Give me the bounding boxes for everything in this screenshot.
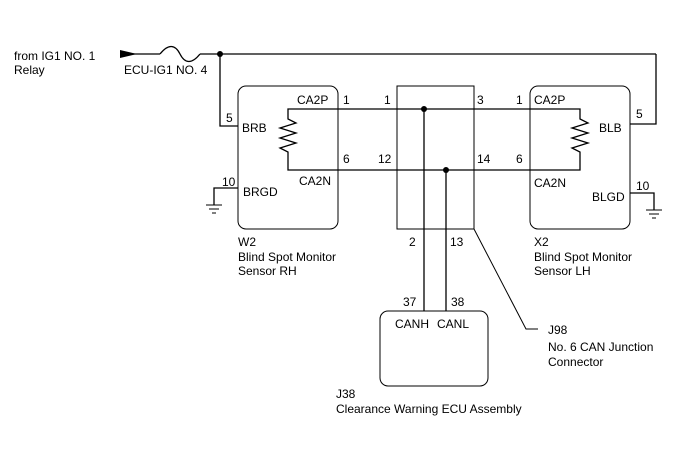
lh-pin-ground: 10 xyxy=(636,179,650,193)
rh-ground-icon xyxy=(206,204,222,214)
lh-power-wire xyxy=(630,54,657,125)
ecu-code: J38 xyxy=(336,387,356,401)
junction-code: J98 xyxy=(548,323,568,337)
junction-connector-box xyxy=(396,85,475,230)
lh-pin-can-l: 6 xyxy=(516,152,523,166)
junction-name-line1: No. 6 CAN Junction xyxy=(548,340,653,354)
rh-name-line1: Blind Spot Monitor xyxy=(238,250,336,264)
junction-pin-lh-h: 3 xyxy=(477,93,484,107)
lh-name-line1: Blind Spot Monitor xyxy=(534,250,632,264)
ecu-pin-can-l: 38 xyxy=(451,295,465,309)
lh-pin-can-h: 1 xyxy=(516,93,523,107)
junction-pin-ecu-h: 2 xyxy=(409,235,416,249)
rh-pin-can-l: 6 xyxy=(343,152,350,166)
lh-resistor xyxy=(530,108,591,171)
ecu-label-can-l: CANL xyxy=(437,317,469,331)
rh-label-can-l: CA2N xyxy=(299,174,331,188)
rh-resistor xyxy=(277,108,338,171)
junction-pin-ecu-l: 13 xyxy=(450,235,464,249)
rh-pin-can-h: 1 xyxy=(343,93,350,107)
lh-pin-power: 5 xyxy=(636,107,643,121)
lh-label-can-h: CA2P xyxy=(534,93,565,107)
junction-pin-rh-l: 12 xyxy=(378,152,392,166)
junction-pin-lh-l: 14 xyxy=(477,152,491,166)
supply-arrow xyxy=(120,50,137,58)
lh-label-can-l: CA2N xyxy=(534,176,566,190)
fuse-symbol xyxy=(159,45,201,63)
rh-label-power: BRB xyxy=(242,121,267,135)
ecu-pin-can-h: 37 xyxy=(403,295,417,309)
ecu-label-can-h: CANH xyxy=(395,317,429,331)
junction-name-line2: Connector xyxy=(548,355,603,369)
rh-power-wire xyxy=(219,54,238,127)
rh-label-ground: BRGD xyxy=(243,185,278,199)
rh-pin-power: 5 xyxy=(226,111,233,125)
junction-leader-line xyxy=(473,228,538,330)
rh-code: W2 xyxy=(238,235,256,249)
rh-name-line2: Sensor RH xyxy=(238,264,297,278)
lh-ground-wire xyxy=(630,192,655,210)
junction-pin-rh-h: 1 xyxy=(384,93,391,107)
lh-code: X2 xyxy=(534,235,549,249)
lh-label-power: BLB xyxy=(599,121,622,135)
ecu-box xyxy=(379,310,489,387)
rh-pin-ground: 10 xyxy=(222,175,236,189)
lh-label-ground: BLGD xyxy=(592,190,625,204)
source-line1: from IG1 NO. 1 xyxy=(14,49,96,63)
fuse-label: ECU-IG1 NO. 4 xyxy=(124,63,208,77)
rh-label-can-h: CA2P xyxy=(297,93,328,107)
rh-ground-wire xyxy=(213,187,238,205)
source-line2: Relay xyxy=(14,63,45,77)
ecu-name: Clearance Warning ECU Assembly xyxy=(336,402,522,416)
lh-name-line2: Sensor LH xyxy=(534,264,591,278)
lh-ground-icon xyxy=(646,209,662,219)
